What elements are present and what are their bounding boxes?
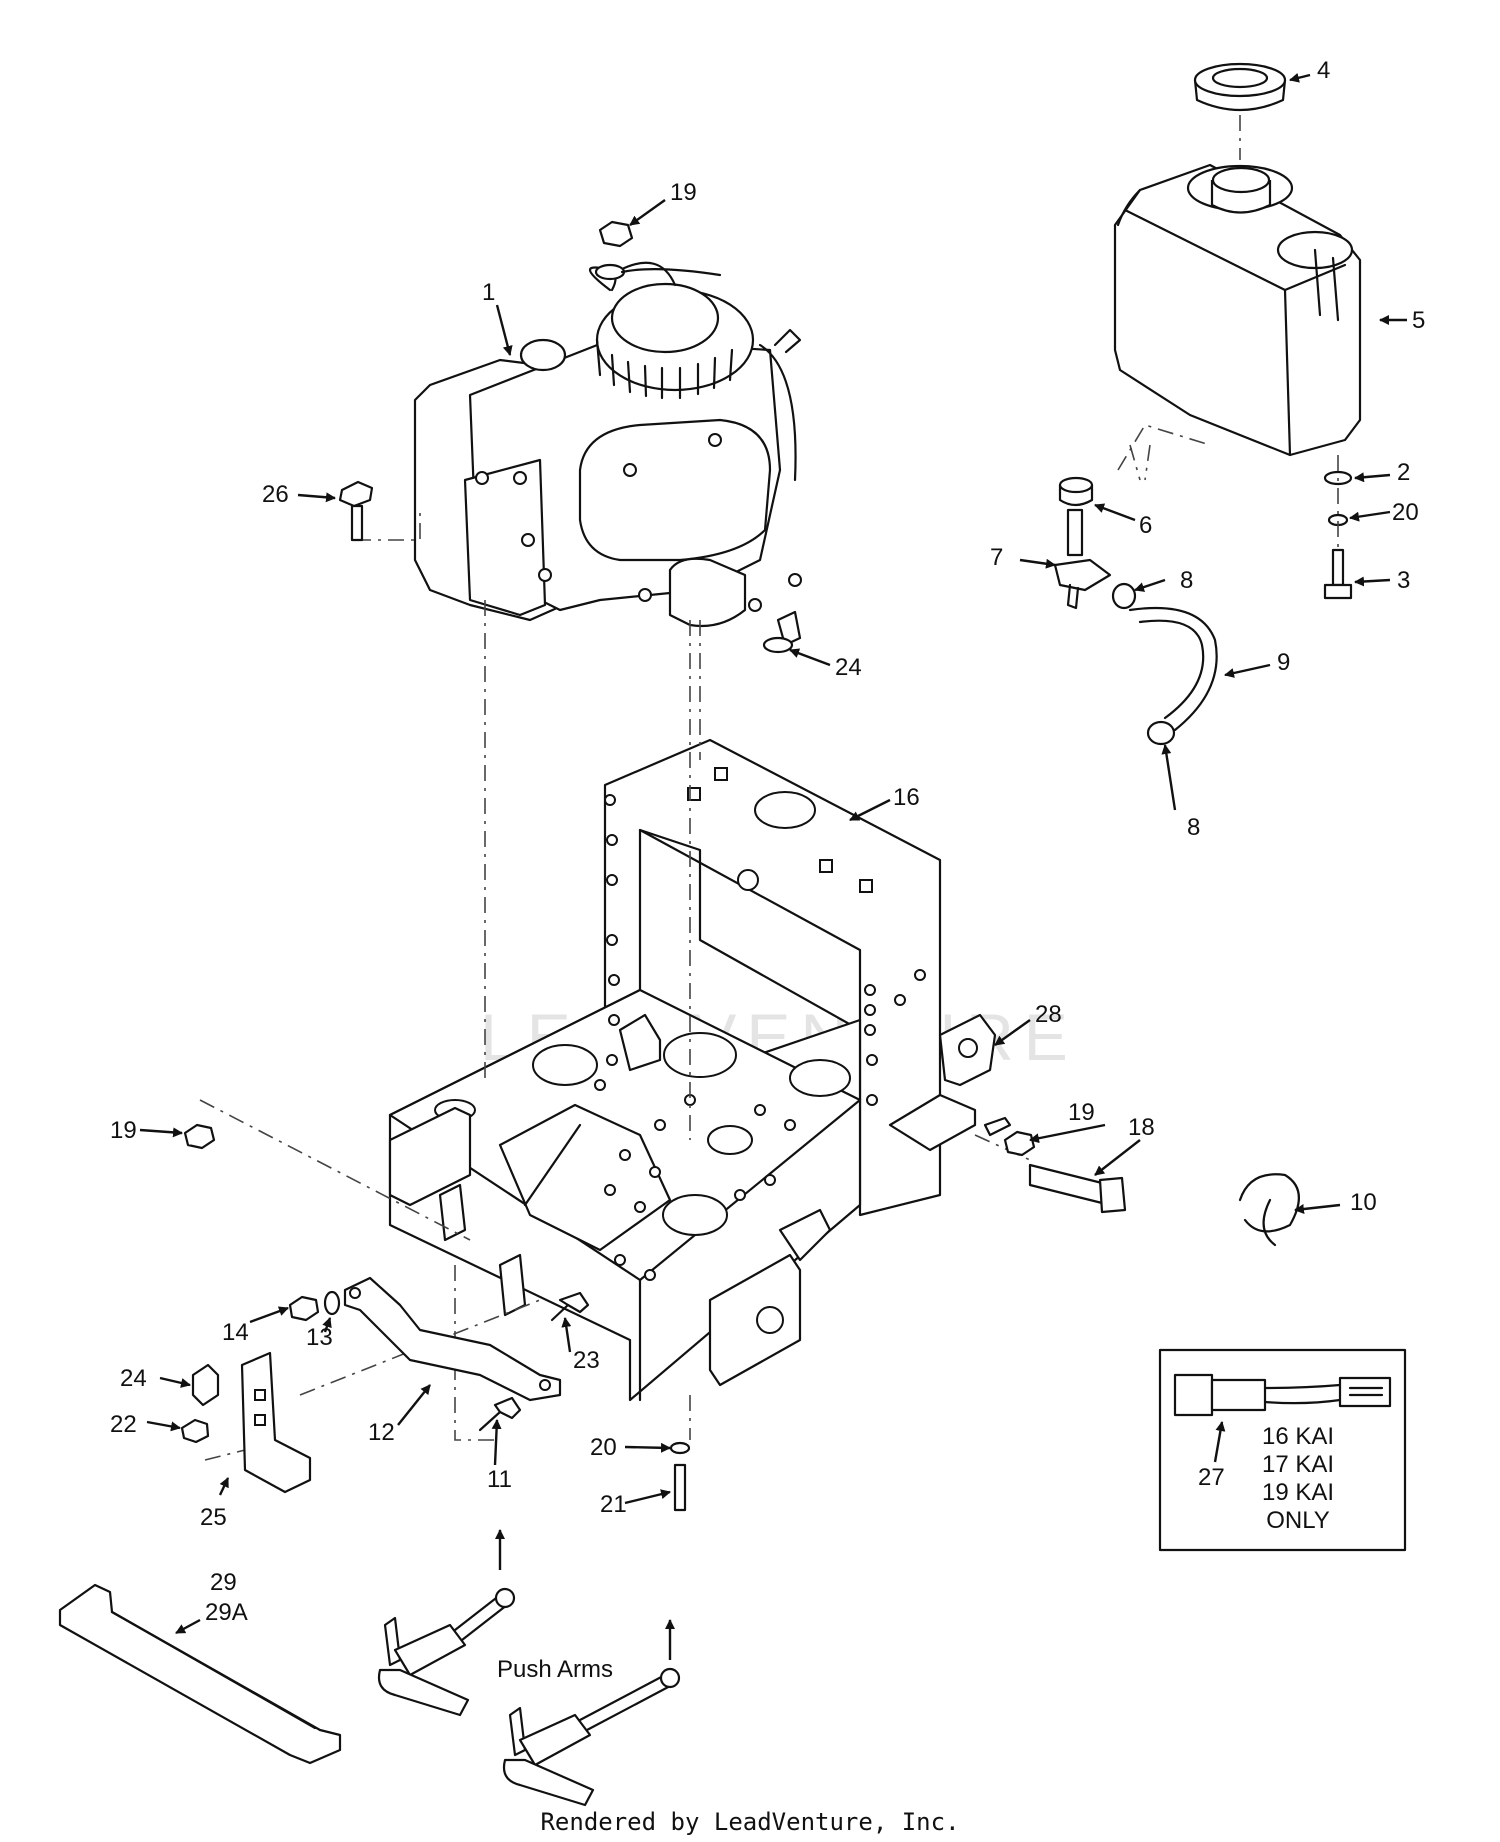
label-part-5: 5 <box>1412 307 1425 334</box>
label-part-10: 10 <box>1350 1189 1377 1216</box>
label-part-22: 22 <box>110 1411 137 1438</box>
label-part-24-upper: 24 <box>835 654 862 681</box>
fuel-tank-drawing <box>1113 62 1362 457</box>
label-part-24-lower: 24 <box>120 1365 147 1392</box>
label-part-2: 2 <box>1397 459 1410 486</box>
label-part-27: 27 <box>1198 1464 1225 1491</box>
label-part-3: 3 <box>1397 567 1410 594</box>
leader-arrows <box>139 72 1407 1660</box>
label-part-4: 4 <box>1317 57 1330 84</box>
lower-cover-drawing <box>58 1583 342 1765</box>
label-part-20-lower: 20 <box>590 1434 617 1461</box>
label-part-9: 9 <box>1277 649 1290 676</box>
inset-note: 16 KAI 17 KAI 19 KAI ONLY <box>1262 1423 1334 1534</box>
part-labels: 4 5 2 20 3 6 7 8 9 8 19 1 26 24 16 28 19… <box>110 57 1425 1683</box>
label-part-23: 23 <box>573 1347 600 1374</box>
hardware-drawing <box>180 220 1300 1512</box>
label-part-12: 12 <box>368 1419 395 1446</box>
label-part-29: 29 <box>210 1569 237 1596</box>
label-part-25: 25 <box>200 1504 227 1531</box>
label-part-20-upper: 20 <box>1392 499 1419 526</box>
alignment-lines <box>199 510 1031 1461</box>
label-part-26: 26 <box>262 481 289 508</box>
label-part-7: 7 <box>990 544 1003 571</box>
label-part-18: 18 <box>1128 1114 1155 1141</box>
label-part-19-left: 19 <box>110 1117 137 1144</box>
fuel-line-drawing <box>1053 424 1353 746</box>
chassis-frame-drawing <box>388 738 1012 1402</box>
label-part-14: 14 <box>222 1319 249 1346</box>
footer-credit: Rendered by LeadVenture, Inc. <box>540 1808 959 1836</box>
label-part-11: 11 <box>487 1466 512 1493</box>
label-part-21: 21 <box>600 1491 627 1518</box>
label-part-16: 16 <box>893 784 920 811</box>
label-part-19-right: 19 <box>1068 1099 1095 1126</box>
label-part-8-upper: 8 <box>1180 567 1193 594</box>
inset-note-line-2: 17 KAI <box>1262 1451 1334 1478</box>
label-part-6: 6 <box>1139 512 1152 539</box>
label-part-8-lower: 8 <box>1187 814 1200 841</box>
bracket-drawing <box>240 1276 562 1494</box>
push-arms-drawing <box>377 1587 681 1807</box>
engine-drawing <box>413 261 802 628</box>
label-part-29a: 29A <box>205 1599 248 1626</box>
label-part-1: 1 <box>482 279 495 306</box>
label-part-13: 13 <box>306 1324 333 1351</box>
label-part-28: 28 <box>1035 1001 1062 1028</box>
inset-note-line-3: 19 KAI <box>1262 1479 1334 1506</box>
inset-box <box>1158 1348 1407 1552</box>
push-arms-label: Push Arms <box>497 1656 613 1683</box>
inset-note-line-4: ONLY <box>1266 1507 1330 1534</box>
label-part-19-top: 19 <box>670 179 697 206</box>
clip-drawing <box>1262 1198 1277 1247</box>
inset-note-line-1: 16 KAI <box>1262 1423 1334 1450</box>
